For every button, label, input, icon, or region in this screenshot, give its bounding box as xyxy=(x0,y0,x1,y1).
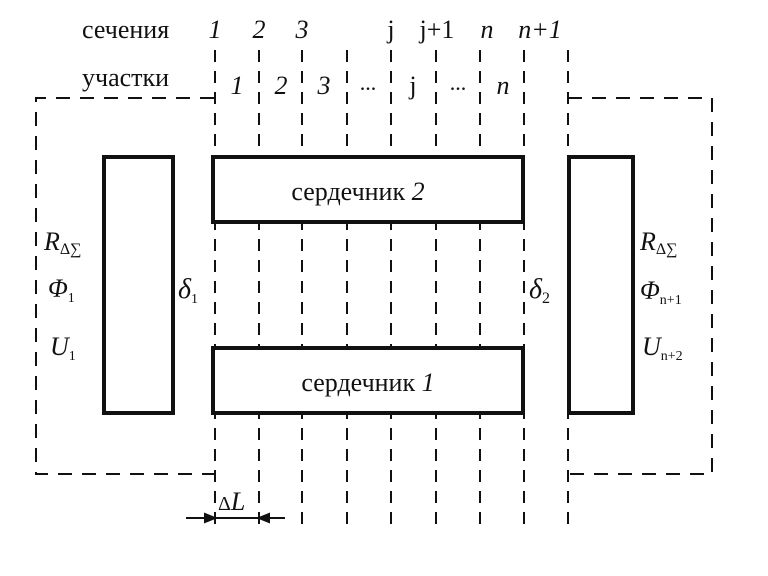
segment-label-2: 2 xyxy=(275,71,288,100)
left-r-label: RΔ∑ xyxy=(43,227,82,258)
section-lines xyxy=(214,50,569,530)
section-label-n: n xyxy=(481,15,494,44)
core-1 xyxy=(211,346,525,415)
sections-label: сечения xyxy=(82,15,169,44)
gap-right-label: δ2 xyxy=(529,274,550,307)
right-phi-label: Φn+1 xyxy=(640,276,682,308)
delta-l-arrow-left xyxy=(204,512,218,524)
gap-left-label: δ1 xyxy=(178,274,198,307)
section-label-3: 3 xyxy=(295,15,309,44)
section-label-2: 2 xyxy=(253,15,266,44)
segment-label-j: j xyxy=(408,71,416,100)
left-boundary-box xyxy=(35,97,214,475)
section-label-n-plus-1: n+1 xyxy=(518,15,562,44)
section-label-j: j xyxy=(386,15,394,44)
section-label-1: 1 xyxy=(209,15,222,44)
core-2 xyxy=(211,155,525,224)
segment-label-3: 3 xyxy=(317,71,331,100)
segment-label-dots-2: ... xyxy=(450,70,467,95)
core-2-label: сердечник 2 xyxy=(291,177,424,206)
segment-label-n: n xyxy=(497,71,510,100)
segment-label-dots-1: ... xyxy=(360,70,377,95)
delta-l-arrow-right xyxy=(256,512,270,524)
section-label-j-plus-1: j+1 xyxy=(419,15,455,44)
right-r-label: RΔ∑ xyxy=(639,227,678,258)
right-u-label: Un+2 xyxy=(642,332,683,364)
right-yoke xyxy=(567,155,635,415)
right-boundary-box xyxy=(568,97,713,475)
left-yoke xyxy=(102,155,175,415)
core-1-label: сердечник 1 xyxy=(301,368,434,397)
delta-l-dimension xyxy=(186,512,285,524)
left-u-label: U1 xyxy=(50,332,76,364)
segment-label-1: 1 xyxy=(231,71,244,100)
delta-l-label: ΔL xyxy=(218,487,245,516)
left-phi-label: Φ1 xyxy=(48,274,75,306)
segments-label: участки xyxy=(82,63,169,92)
